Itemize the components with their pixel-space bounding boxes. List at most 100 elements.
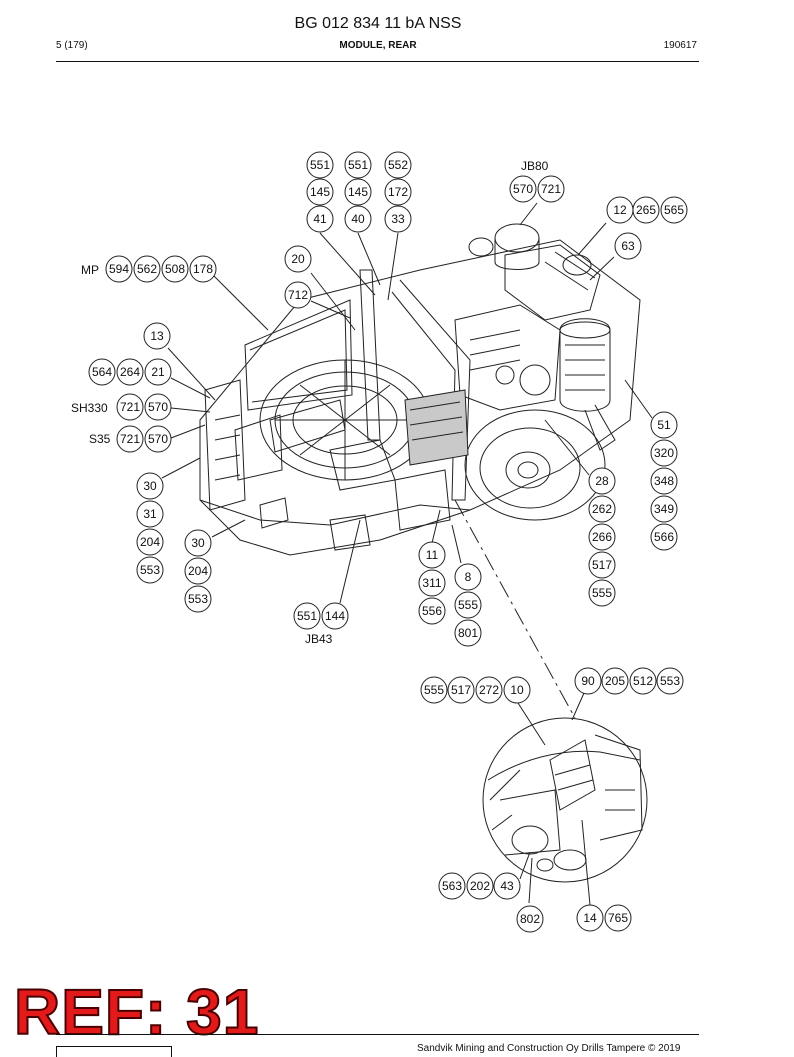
balloon-28: 28: [588, 467, 616, 495]
balloon-30: 30: [184, 529, 212, 557]
balloon-label: 31: [143, 507, 157, 521]
balloon-circle: [144, 393, 172, 421]
label-sh330: SH330: [71, 401, 108, 415]
balloon-label: 553: [188, 592, 208, 606]
balloon-label: 41: [313, 212, 327, 226]
balloon-circle: [293, 602, 321, 630]
balloon-label: 552: [388, 158, 408, 172]
balloon-349: 349: [650, 495, 678, 523]
balloon-721: 721: [537, 175, 565, 203]
balloon-145: 145: [344, 178, 372, 206]
balloon-320: 320: [650, 439, 678, 467]
balloon-label: 348: [654, 474, 674, 488]
balloon-802: 802: [516, 905, 544, 933]
balloon-circle: [454, 563, 482, 591]
balloon-circle: [601, 667, 629, 695]
label-jb43: JB43: [305, 632, 333, 646]
balloon-label: 594: [109, 262, 129, 276]
balloon-circle: [284, 281, 312, 309]
balloon-circle: [576, 904, 604, 932]
balloon-13: 13: [143, 322, 171, 350]
balloon-label: 320: [654, 446, 674, 460]
balloon-555: 555: [454, 591, 482, 619]
balloon-label: 570: [148, 400, 168, 414]
balloon-label: 265: [636, 203, 656, 217]
balloon-circle: [384, 205, 412, 233]
balloon-circle: [136, 472, 164, 500]
balloon-311: 311: [418, 569, 446, 597]
balloon-label: 144: [325, 609, 345, 623]
balloon-circle: [537, 175, 565, 203]
balloon-14: 14: [576, 904, 604, 932]
balloon-20: 20: [284, 245, 312, 273]
page-count: 5 (179): [56, 40, 88, 51]
balloon-570: 570: [144, 425, 172, 453]
balloon-label: 570: [513, 182, 533, 196]
balloon-label: 517: [592, 558, 612, 572]
balloon-label: 28: [595, 474, 609, 488]
balloon-circle: [284, 245, 312, 273]
balloon-178: 178: [189, 255, 217, 283]
balloon-circle: [604, 904, 632, 932]
balloon-circle: [306, 151, 334, 179]
doc-date: 190617: [663, 40, 697, 51]
balloon-circle: [344, 151, 372, 179]
balloon-circle: [384, 151, 412, 179]
balloon-label: 721: [120, 400, 140, 414]
balloon-label: 517: [451, 683, 471, 697]
balloon-label: 349: [654, 502, 674, 516]
balloon-circle: [503, 676, 531, 704]
balloon-204: 204: [136, 528, 164, 556]
balloon-63: 63: [614, 232, 642, 260]
balloon-label: 30: [191, 536, 205, 550]
machine-illustration: [199, 223, 641, 556]
balloon-label: 712: [288, 288, 308, 302]
balloon-label: 555: [592, 586, 612, 600]
balloon-label: 204: [140, 535, 160, 549]
balloon-circle: [466, 872, 494, 900]
balloon-512: 512: [629, 667, 657, 695]
balloon-label: 553: [140, 563, 160, 577]
balloon-label: 202: [470, 879, 490, 893]
balloon-label: 801: [458, 626, 478, 640]
header-rule: [56, 61, 699, 62]
balloon-508: 508: [161, 255, 189, 283]
balloon-circle: [306, 205, 334, 233]
balloon-label: 40: [351, 212, 365, 226]
balloon-552: 552: [384, 151, 412, 179]
detail-connector-line: [454, 499, 576, 719]
balloon-circle: [454, 619, 482, 647]
balloon-circle: [136, 556, 164, 584]
balloon-label: 570: [148, 432, 168, 446]
balloon-570: 570: [144, 393, 172, 421]
balloon-10: 10: [503, 676, 531, 704]
balloon-circle: [454, 591, 482, 619]
balloon-circle: [116, 425, 144, 453]
balloon-label: 8: [465, 570, 472, 584]
balloon-circle: [105, 255, 133, 283]
balloon-721: 721: [116, 425, 144, 453]
balloon-label: 512: [633, 674, 653, 688]
balloon-circle: [660, 196, 688, 224]
balloon-555: 555: [420, 676, 448, 704]
balloon-272: 272: [475, 676, 503, 704]
balloon-circle: [493, 872, 521, 900]
balloon-553: 553: [184, 585, 212, 613]
balloon-label: 204: [188, 564, 208, 578]
balloon-circle: [588, 495, 616, 523]
balloon-label: 802: [520, 912, 540, 926]
balloon-202: 202: [466, 872, 494, 900]
balloon-circle: [509, 175, 537, 203]
footer-copyright: Sandvik Mining and Construction Oy Drill…: [417, 1043, 681, 1054]
balloon-label: 13: [150, 329, 164, 343]
balloon-label: 551: [310, 158, 330, 172]
balloon-circle: [418, 541, 446, 569]
balloon-circle: [588, 467, 616, 495]
balloon-circle: [650, 523, 678, 551]
balloon-circle: [321, 602, 349, 630]
balloon-label: 205: [605, 674, 625, 688]
balloon-565: 565: [660, 196, 688, 224]
balloon-label: 566: [654, 530, 674, 544]
balloon-570: 570: [509, 175, 537, 203]
